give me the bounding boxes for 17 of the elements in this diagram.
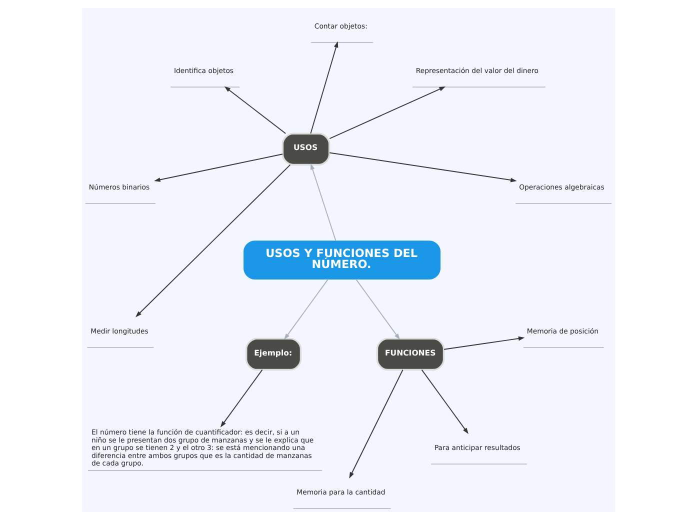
node-box: USOS (281, 132, 330, 166)
arrow (154, 154, 282, 182)
arrow (328, 152, 516, 182)
node-box: USOS Y FUNCIONES DEL NÚMERO. (243, 240, 440, 280)
arrow (310, 41, 338, 134)
arrow (348, 369, 403, 478)
arrow (354, 278, 400, 340)
arrow (443, 336, 524, 350)
arrow (220, 369, 262, 428)
arrow (224, 86, 286, 134)
arrow (328, 86, 446, 140)
arrow (310, 163, 336, 242)
arrow (284, 278, 328, 340)
arrow (420, 369, 468, 434)
node-box: Ejemplo: (244, 338, 302, 371)
node-box: FUNCIONES (376, 338, 444, 371)
arrow (134, 164, 290, 318)
